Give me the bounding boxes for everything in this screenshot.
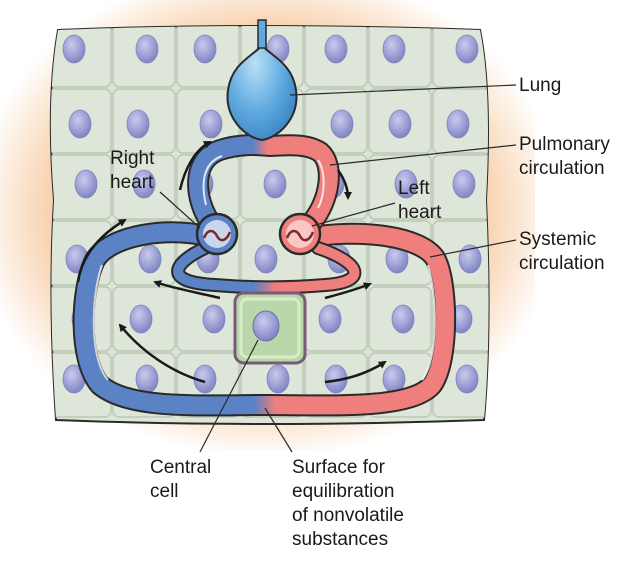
label-left-heart: Left heart — [398, 178, 442, 223]
cell-nucleus — [193, 34, 217, 64]
cell-nucleus — [68, 109, 92, 139]
cell-nucleus — [254, 244, 278, 274]
arrow-down-pulm — [336, 169, 352, 200]
label-systemic-circulation: Systemic circulation — [519, 229, 605, 274]
left-heart — [278, 212, 322, 256]
cell-nucleus — [138, 244, 162, 274]
arrow-right-inner — [324, 282, 372, 300]
cell-nucleus — [62, 34, 86, 64]
cell-nucleus — [129, 304, 153, 334]
cell-nucleus — [452, 169, 476, 199]
cell-nucleus — [318, 304, 342, 334]
cell-nucleus — [382, 34, 406, 64]
arrow-up-right-heart — [178, 140, 212, 191]
cell-nucleus — [458, 244, 482, 274]
cell-nucleus — [199, 109, 223, 139]
cell-nucleus — [394, 169, 418, 199]
cell-nucleus — [330, 109, 354, 139]
leader-lines — [159, 84, 517, 453]
label-surface-equilibration: Surface for equilibration of nonvolatile… — [292, 457, 404, 550]
cell-nucleus — [324, 34, 348, 64]
label-pulmonary-circulation: Pulmonary circulation — [519, 134, 610, 179]
cell-nucleus — [202, 304, 226, 334]
cell-nucleus — [388, 109, 412, 139]
label-central-cell: Central cell — [150, 457, 212, 502]
cell-nucleus — [126, 109, 150, 139]
systemic-circulation — [72, 221, 457, 417]
lung — [226, 19, 298, 142]
cell-nucleus — [266, 364, 290, 394]
cell-nucleus — [455, 364, 479, 394]
cell-nucleus — [132, 169, 156, 199]
central-cell — [233, 291, 307, 365]
cell-nucleus — [446, 109, 470, 139]
pulmonary-circulation — [187, 134, 340, 233]
label-right-heart: Right heart — [110, 148, 155, 193]
arrow-left-inner — [153, 280, 221, 300]
cell-nucleus — [74, 169, 98, 199]
arrow-up-left-outer — [76, 218, 127, 283]
cell-nucleus — [135, 34, 159, 64]
arrow-right-bottom — [324, 360, 387, 384]
cell-nucleus — [391, 304, 415, 334]
systemic-inner-loop — [171, 241, 362, 295]
arrow-up-left-bottom — [118, 323, 206, 384]
flow-arrows — [76, 140, 387, 384]
label-lung: Lung — [519, 75, 562, 96]
cell-nucleus — [135, 364, 159, 394]
cell-nucleus — [455, 34, 479, 64]
right-heart — [195, 212, 239, 256]
cell-nucleus — [263, 169, 287, 199]
